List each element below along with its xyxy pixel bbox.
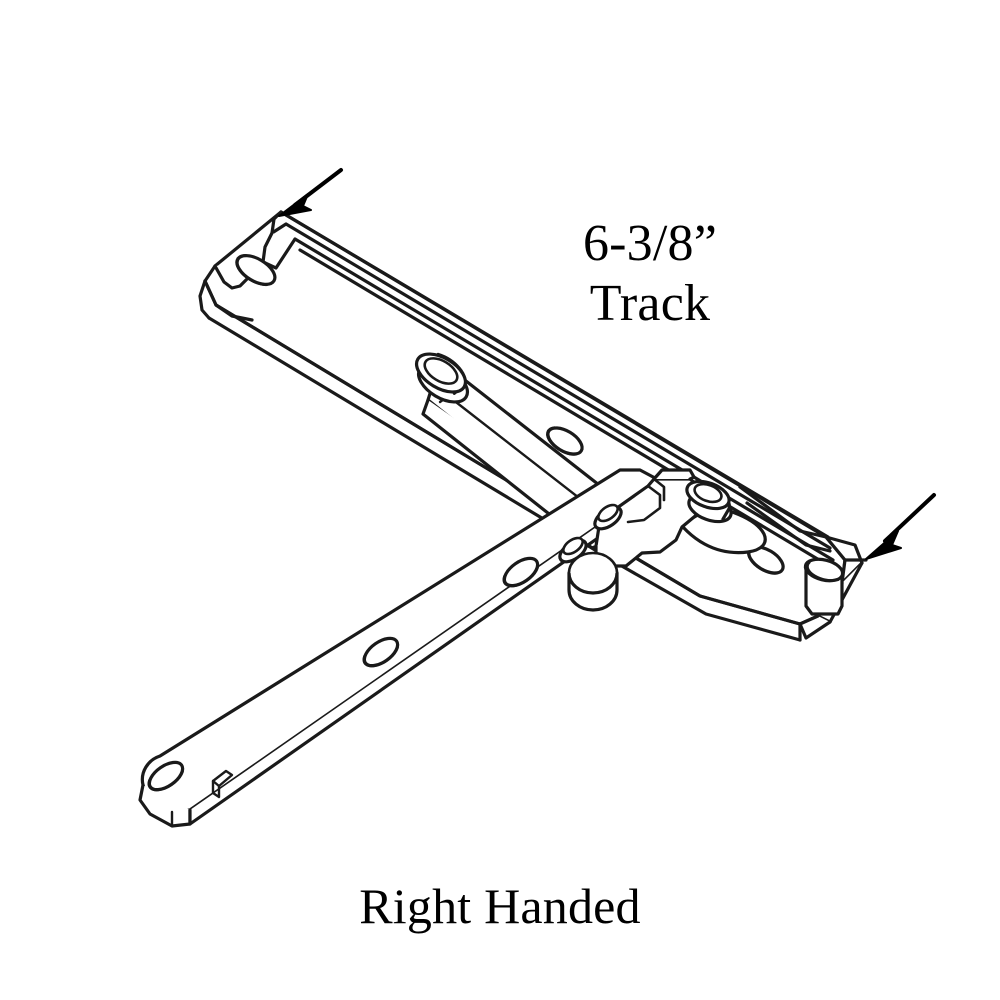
shoe-roller (567, 551, 619, 612)
track-left-end-arrow (278, 168, 343, 217)
track-mount-hole-left (235, 253, 277, 287)
handing-label: Right Handed (359, 878, 641, 934)
sash-arm-hole-mid (362, 636, 400, 668)
track-end-stop-tab (803, 557, 845, 616)
track-mount-hole-mid (546, 426, 584, 456)
slider-shoe (594, 468, 708, 568)
track-word-label: Track (589, 275, 711, 332)
track-right-end-arrow (865, 493, 936, 560)
sash-arm-hole-end (147, 760, 185, 792)
pivot-rivet-top (415, 352, 469, 404)
track-size-label: 6-3/8” Track (0, 214, 1000, 334)
shoe-pivot-post (685, 479, 733, 524)
track-size-value: 6-3/8” (582, 215, 718, 272)
shoe-rivet-upper (593, 503, 623, 531)
sash-arm-hole-upper (502, 556, 540, 588)
